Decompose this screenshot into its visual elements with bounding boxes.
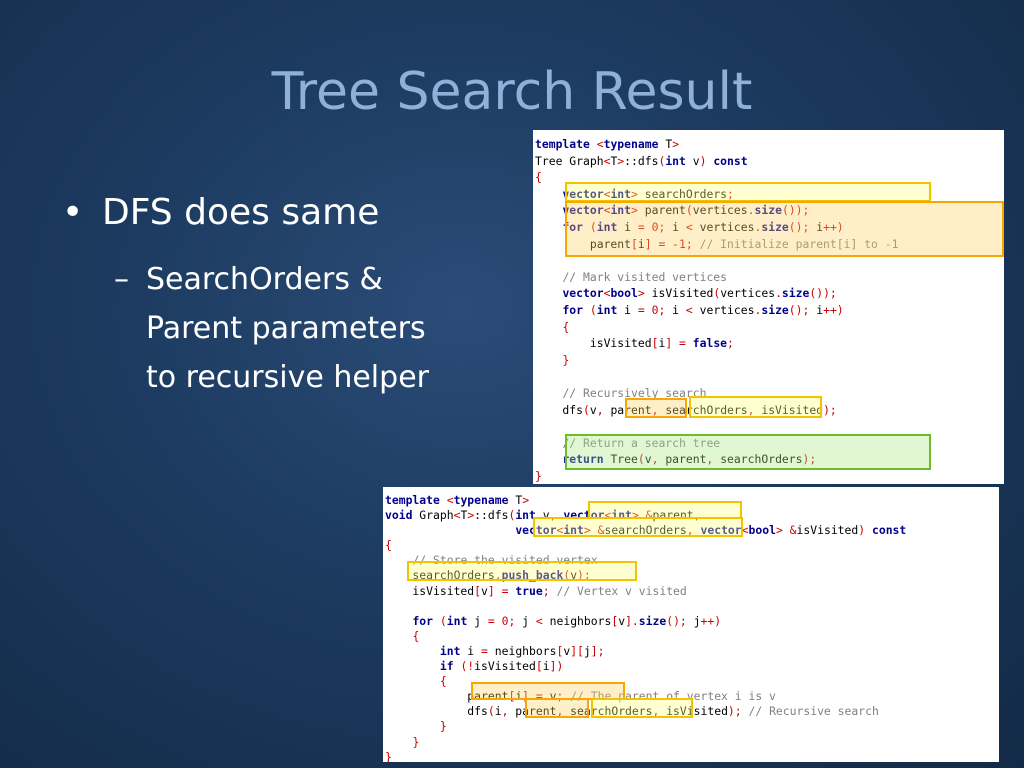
highlight-searchorders-param — [533, 517, 743, 537]
highlight-parent-init — [565, 201, 1004, 257]
slide-title: Tree Search Result — [271, 62, 753, 122]
highlight-return-tree — [565, 434, 931, 470]
code-snippet-dfs-public: template <typename T> Tree Graph<T>::dfs… — [533, 130, 1004, 484]
bullet-text: DFS does same — [102, 192, 380, 233]
code-bottom-text: template <typename T> void Graph<T>::dfs… — [385, 493, 907, 762]
highlight-parent-arg — [625, 398, 687, 418]
sub-bullet-text: SearchOrders & Parent parameters to recu… — [146, 262, 429, 395]
highlight-push-back — [407, 561, 637, 581]
highlight-searchorders-decl — [565, 182, 931, 202]
bullet-level1: • DFS does same — [62, 192, 379, 233]
highlight-searchorders-arg — [689, 396, 822, 418]
code-snippet-dfs-helper: template <typename T> void Graph<T>::dfs… — [383, 487, 999, 762]
highlight-parent-recursive — [525, 698, 589, 718]
bullet-marker: • — [62, 192, 84, 233]
sub-bullet-marker: – — [114, 262, 129, 297]
highlight-searchorders-recursive — [591, 698, 693, 718]
